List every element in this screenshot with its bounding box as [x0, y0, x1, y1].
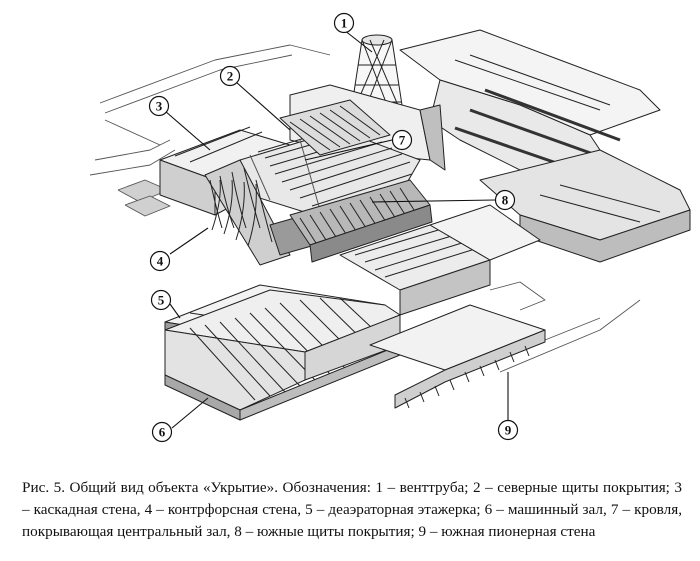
- callout-1: 1: [333, 12, 355, 34]
- svg-text:8: 8: [502, 193, 509, 208]
- svg-text:5: 5: [158, 293, 165, 308]
- svg-text:3: 3: [156, 99, 163, 114]
- figure-caption: Рис. 5. Общий вид объекта «Укрытие». Обо…: [22, 479, 682, 540]
- callout-7: 7: [391, 129, 413, 151]
- callout-3: 3: [148, 95, 170, 117]
- callout-6: 6: [151, 421, 173, 443]
- svg-text:9: 9: [505, 423, 512, 438]
- leader-lines: [164, 29, 509, 429]
- callout-9: 9: [497, 419, 519, 441]
- svg-text:6: 6: [159, 425, 166, 440]
- callout-2: 2: [219, 65, 241, 87]
- right-buildings: [399, 29, 691, 263]
- callout-8: 8: [494, 189, 516, 211]
- svg-text:1: 1: [341, 16, 348, 31]
- callout-4: 4: [149, 250, 171, 272]
- svg-text:2: 2: [227, 69, 234, 84]
- south-cover-shields: [289, 179, 433, 263]
- callout-5: 5: [150, 289, 172, 311]
- middle-block: [339, 204, 541, 316]
- turbine-hall: [164, 289, 401, 421]
- shelter-diagram: 1 2 3 4 5 6 7 8 9: [89, 12, 691, 443]
- svg-text:4: 4: [157, 254, 164, 269]
- north-cover-shields: [279, 99, 391, 156]
- south-pioneer-wall: [369, 304, 546, 409]
- svg-text:7: 7: [399, 133, 406, 148]
